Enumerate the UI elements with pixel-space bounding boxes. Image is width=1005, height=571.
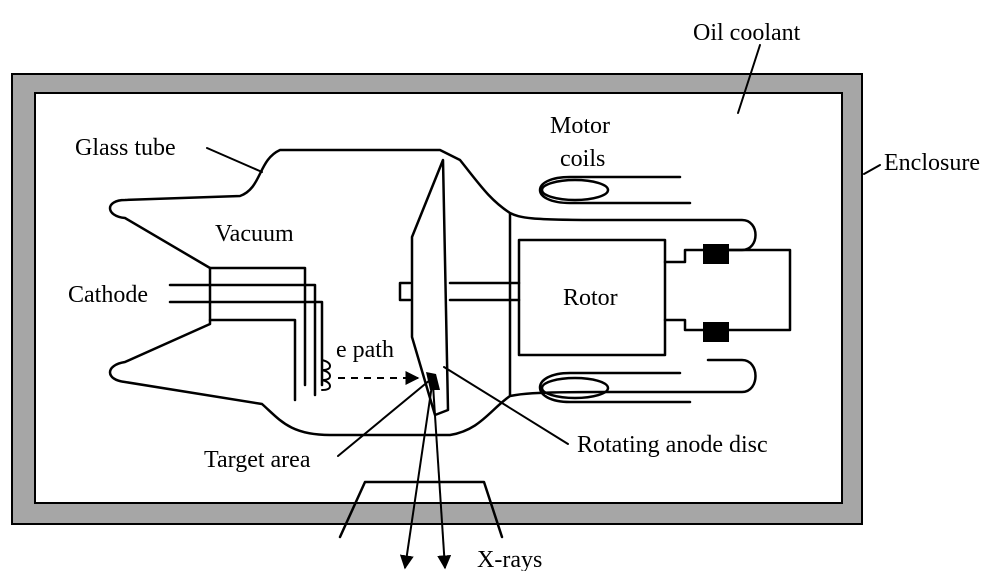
label-target-area: Target area <box>204 447 311 473</box>
leader-target-area <box>337 379 431 457</box>
label-rotor: Rotor <box>563 285 618 311</box>
motor-coil-top-inner <box>540 178 610 202</box>
rotor-stem <box>663 248 792 332</box>
rotor-block <box>517 238 667 357</box>
label-cathode: Cathode <box>68 282 148 308</box>
bearing-bottom <box>703 322 729 342</box>
xray-arrow-2 <box>432 384 452 570</box>
label-oil-coolant: Oil coolant <box>693 20 801 46</box>
motor-coil-bottom <box>538 371 692 404</box>
anode-shaft <box>398 281 521 302</box>
label-glass-tube: Glass tube <box>75 135 176 161</box>
enclosure-wall <box>11 73 863 525</box>
xray-window <box>338 480 504 539</box>
cathode-wire-2 <box>208 318 297 402</box>
label-motor-coils-line2: coils <box>560 146 605 172</box>
xray-arrow-1 <box>399 384 433 570</box>
leader-rotating-anode <box>443 366 569 445</box>
filament-coil <box>321 359 332 391</box>
motor-coil-bottom-inner <box>540 376 610 400</box>
target-area-mark <box>426 372 440 390</box>
label-enclosure: Enclosure <box>884 150 980 176</box>
label-rotating-anode-disc: Rotating anode disc <box>577 432 768 458</box>
bearing-top <box>703 244 729 264</box>
cathode-wire-1 <box>168 283 324 397</box>
leader-glass-tube <box>206 147 263 173</box>
cathode-frame <box>208 266 307 387</box>
leader-oil-coolant <box>737 44 761 114</box>
leader-enclosure <box>863 164 881 175</box>
motor-coil-top <box>538 175 692 205</box>
label-motor-coils-line1: Motor <box>550 113 610 139</box>
label-x-rays: X-rays <box>477 547 542 571</box>
label-vacuum: Vacuum <box>215 221 294 247</box>
label-e-path: e path <box>336 337 394 363</box>
